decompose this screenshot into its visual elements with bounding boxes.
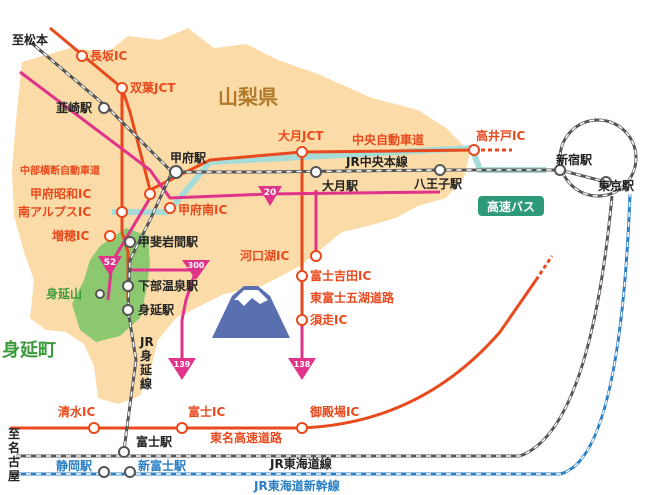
jr-tokaido-line <box>16 195 614 458</box>
kofu-minami-ic-marker <box>164 202 176 214</box>
otsuki-jct-marker <box>296 146 308 158</box>
station-markers <box>95 102 612 478</box>
tokyo-station-marker <box>600 176 612 188</box>
jr-chuo-line-label: JR中央本線 <box>345 154 408 169</box>
minami-alps-ic-label: 南アルプスIC <box>18 204 91 219</box>
kofu-station-label: 甲府駅 <box>170 150 207 165</box>
tomei-extension-dotted <box>534 255 554 281</box>
hachioji-station-label: 八王子駅 <box>413 177 463 191</box>
nirasaki-station-label: 韮崎駅 <box>56 100 93 115</box>
otsuki-jct-label: 大月JCT <box>278 128 324 143</box>
fuji-ic-label: 富士IC <box>188 404 225 419</box>
minobusan-label: 身延山 <box>46 286 82 301</box>
otsuki-station-marker <box>310 166 322 178</box>
shimobe-onsen-station-marker <box>122 280 134 292</box>
hachioji-station-marker <box>434 164 446 176</box>
takaido-ic-label: 高井戸IC <box>476 128 525 143</box>
fuji-station-label: 富士駅 <box>136 434 173 449</box>
svg-text:高速バス: 高速バス <box>487 199 535 214</box>
subashiri-ic-label: 須走IC <box>309 312 347 327</box>
fujiyoshida-ic-marker <box>296 270 308 282</box>
route-138-shield: 138 <box>288 358 316 380</box>
shimobe-onsen-station-label: 下部温泉駅 <box>138 278 199 293</box>
chubu-odan-label: 中部横断自動車道 <box>20 164 100 177</box>
minobu-town-label: 身延町 <box>2 339 56 361</box>
fujiyoshida-ic-label: 富士吉田IC <box>310 268 371 283</box>
shizuoka-station-label: 静岡駅 <box>56 458 93 473</box>
route-20-shield: 20 <box>258 186 282 206</box>
kawaguchiko-ic-marker <box>310 250 322 262</box>
minobusan-marker <box>95 289 105 299</box>
fuji-station-marker <box>118 446 130 458</box>
kawaguchiko-ic-label: 河口湖IC <box>239 248 289 263</box>
futaba-jct-label: 双葉JCT <box>130 80 176 95</box>
ic-markers <box>76 50 480 434</box>
kofu-station-marker <box>169 165 183 179</box>
route-300-shield: 300 <box>182 260 210 280</box>
kai-iwama-station-label: 甲斐岩間駅 <box>138 234 199 249</box>
takaido-ic-marker <box>468 144 480 156</box>
futaba-jct-marker <box>116 82 128 94</box>
route-139-line <box>180 269 198 362</box>
route-20-line <box>19 70 441 200</box>
shinjuku-station-label: 新宿駅 <box>556 152 593 167</box>
highway-bus-badge: 高速バス <box>478 196 544 216</box>
route-52-shield: 52 <box>98 256 122 276</box>
otsuki-station-label: 大月駅 <box>322 178 359 193</box>
nagasaka-ic-marker <box>76 50 88 62</box>
minobu-station-marker <box>122 304 134 316</box>
svg-text:52: 52 <box>104 258 117 268</box>
shin-fuji-station-label: 新富士駅 <box>138 458 187 473</box>
shimizu-ic-label: 清水IC <box>58 404 95 419</box>
shizuoka-station-marker <box>98 466 110 478</box>
tokyo-station-label: 東京駅 <box>598 178 635 193</box>
kofu-minami-ic-label: 甲府南IC <box>178 202 227 217</box>
shimizu-ic-marker <box>88 422 100 434</box>
higashi-fujigoko-label: 東富士五湖道路 <box>310 290 395 305</box>
svg-text:138: 138 <box>294 360 311 369</box>
minobu-station-label: 身延駅 <box>138 302 175 317</box>
kofu-showa-ic-marker <box>144 188 156 200</box>
masuho-ic-label: 増穂IC <box>52 228 89 243</box>
fuji-ic-marker <box>176 422 188 434</box>
route-139-shield: 139 <box>168 358 196 380</box>
mount-fuji-icon <box>212 286 290 338</box>
svg-text:139: 139 <box>174 360 191 369</box>
jr-tokaido-line-label: JR東海道線 <box>269 456 332 471</box>
tomei-expressway-label: 東名高速道路 <box>210 430 283 445</box>
gotemba-ic-marker <box>296 422 308 434</box>
chuo-expressway-label: 中央自動車道 <box>352 132 424 147</box>
gotemba-ic-label: 御殿場IC <box>309 404 359 419</box>
nirasaki-station-marker <box>98 102 110 114</box>
jr-shinkansen-line-label: JR東海道新幹線 <box>253 478 340 493</box>
to-matsumoto-label: 至松本 <box>12 32 48 47</box>
tomei-expressway-line <box>10 279 538 430</box>
masuho-ic-marker <box>104 230 116 242</box>
jr-minobu-line-label: JR 身 延 線 <box>139 335 158 391</box>
subashiri-ic-marker <box>296 314 308 326</box>
nagasaka-ic-label: 長坂IC <box>90 48 127 63</box>
minami-alps-ic-marker <box>116 206 128 218</box>
shin-fuji-station-marker <box>124 466 136 478</box>
svg-text:20: 20 <box>264 188 277 198</box>
svg-text:300: 300 <box>188 261 205 270</box>
yamanashi-prefecture-label: 山梨県 <box>218 85 278 109</box>
kofu-showa-ic-label: 甲府昭和IC <box>30 186 91 201</box>
kai-iwama-station-marker <box>124 236 136 248</box>
to-nagoya-label: 至名古屋 <box>8 427 20 483</box>
shinjuku-station-marker <box>554 164 566 176</box>
